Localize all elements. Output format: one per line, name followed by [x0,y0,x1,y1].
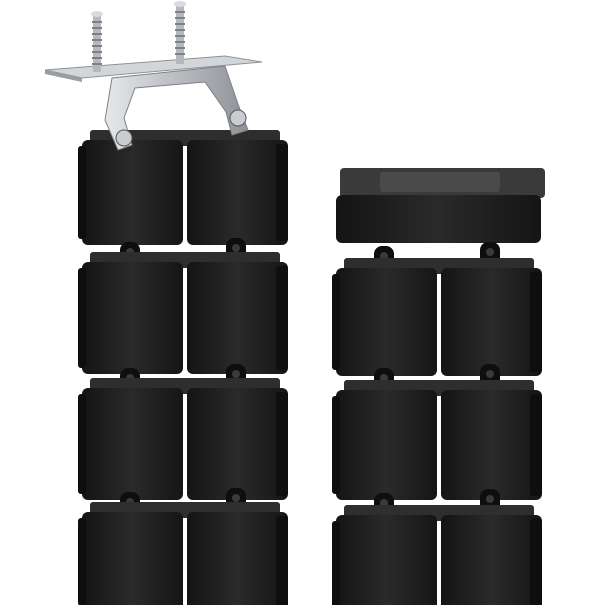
mounting-bracket [44,1,263,151]
vertebra-edge [332,396,340,494]
spine-vertebra [332,505,542,605]
vertebra-edge [332,521,340,605]
hinge-pin [232,370,240,378]
vertebra-edge [78,268,86,368]
left-spine-column [78,130,288,605]
cap-front [336,195,541,243]
vertebra-edge [78,394,86,494]
mounting-plate-edge [45,70,82,82]
vertebra-right-half [187,140,288,245]
vertebra-side [530,394,542,496]
vertebra-edge [78,518,86,605]
vertebra-left-half [82,512,183,605]
vertebra-side [276,516,288,605]
bolt-left [115,129,133,147]
vertebra-edge [332,274,340,370]
vertebra-left-half [82,140,183,245]
vertebra-side [530,519,542,605]
hinge-pin [486,370,494,378]
vertebra-side [530,272,542,372]
vertebra-right-half [187,512,288,605]
spine-vertebra [78,130,288,245]
hinge-pin [486,248,494,256]
vertebra-left-half [336,268,437,376]
vertebra-left-half [336,390,437,500]
vertebra-right-half [441,268,542,376]
vertebra-edge [78,146,86,239]
hinge-pin [232,244,240,252]
hinge-pin [232,494,240,502]
vertebra-right-half [187,262,288,374]
vertebra-side [276,144,288,241]
spine-vertebra [78,502,288,605]
vertebra-side [276,266,288,370]
vertebra-right-half [441,515,542,605]
hinge-pin [486,495,494,503]
screw-left [91,11,103,72]
vertebra-left-half [82,388,183,500]
vertebra-left-half [336,515,437,605]
right-spine-column [332,168,545,605]
spine-vertebra [332,380,542,500]
vertebra-left-half [82,262,183,374]
spine-vertebra [78,378,288,500]
vertebra-side [276,392,288,496]
bolt-right [229,109,247,127]
bracket-arm [104,65,249,151]
vertebra-right-half [441,390,542,500]
vertebra-right-half [187,388,288,500]
cap-recess [380,172,500,192]
spine-end-cap [336,168,545,243]
spine-vertebra [78,252,288,374]
spine-vertebra [332,258,542,376]
screw-right [174,1,186,64]
